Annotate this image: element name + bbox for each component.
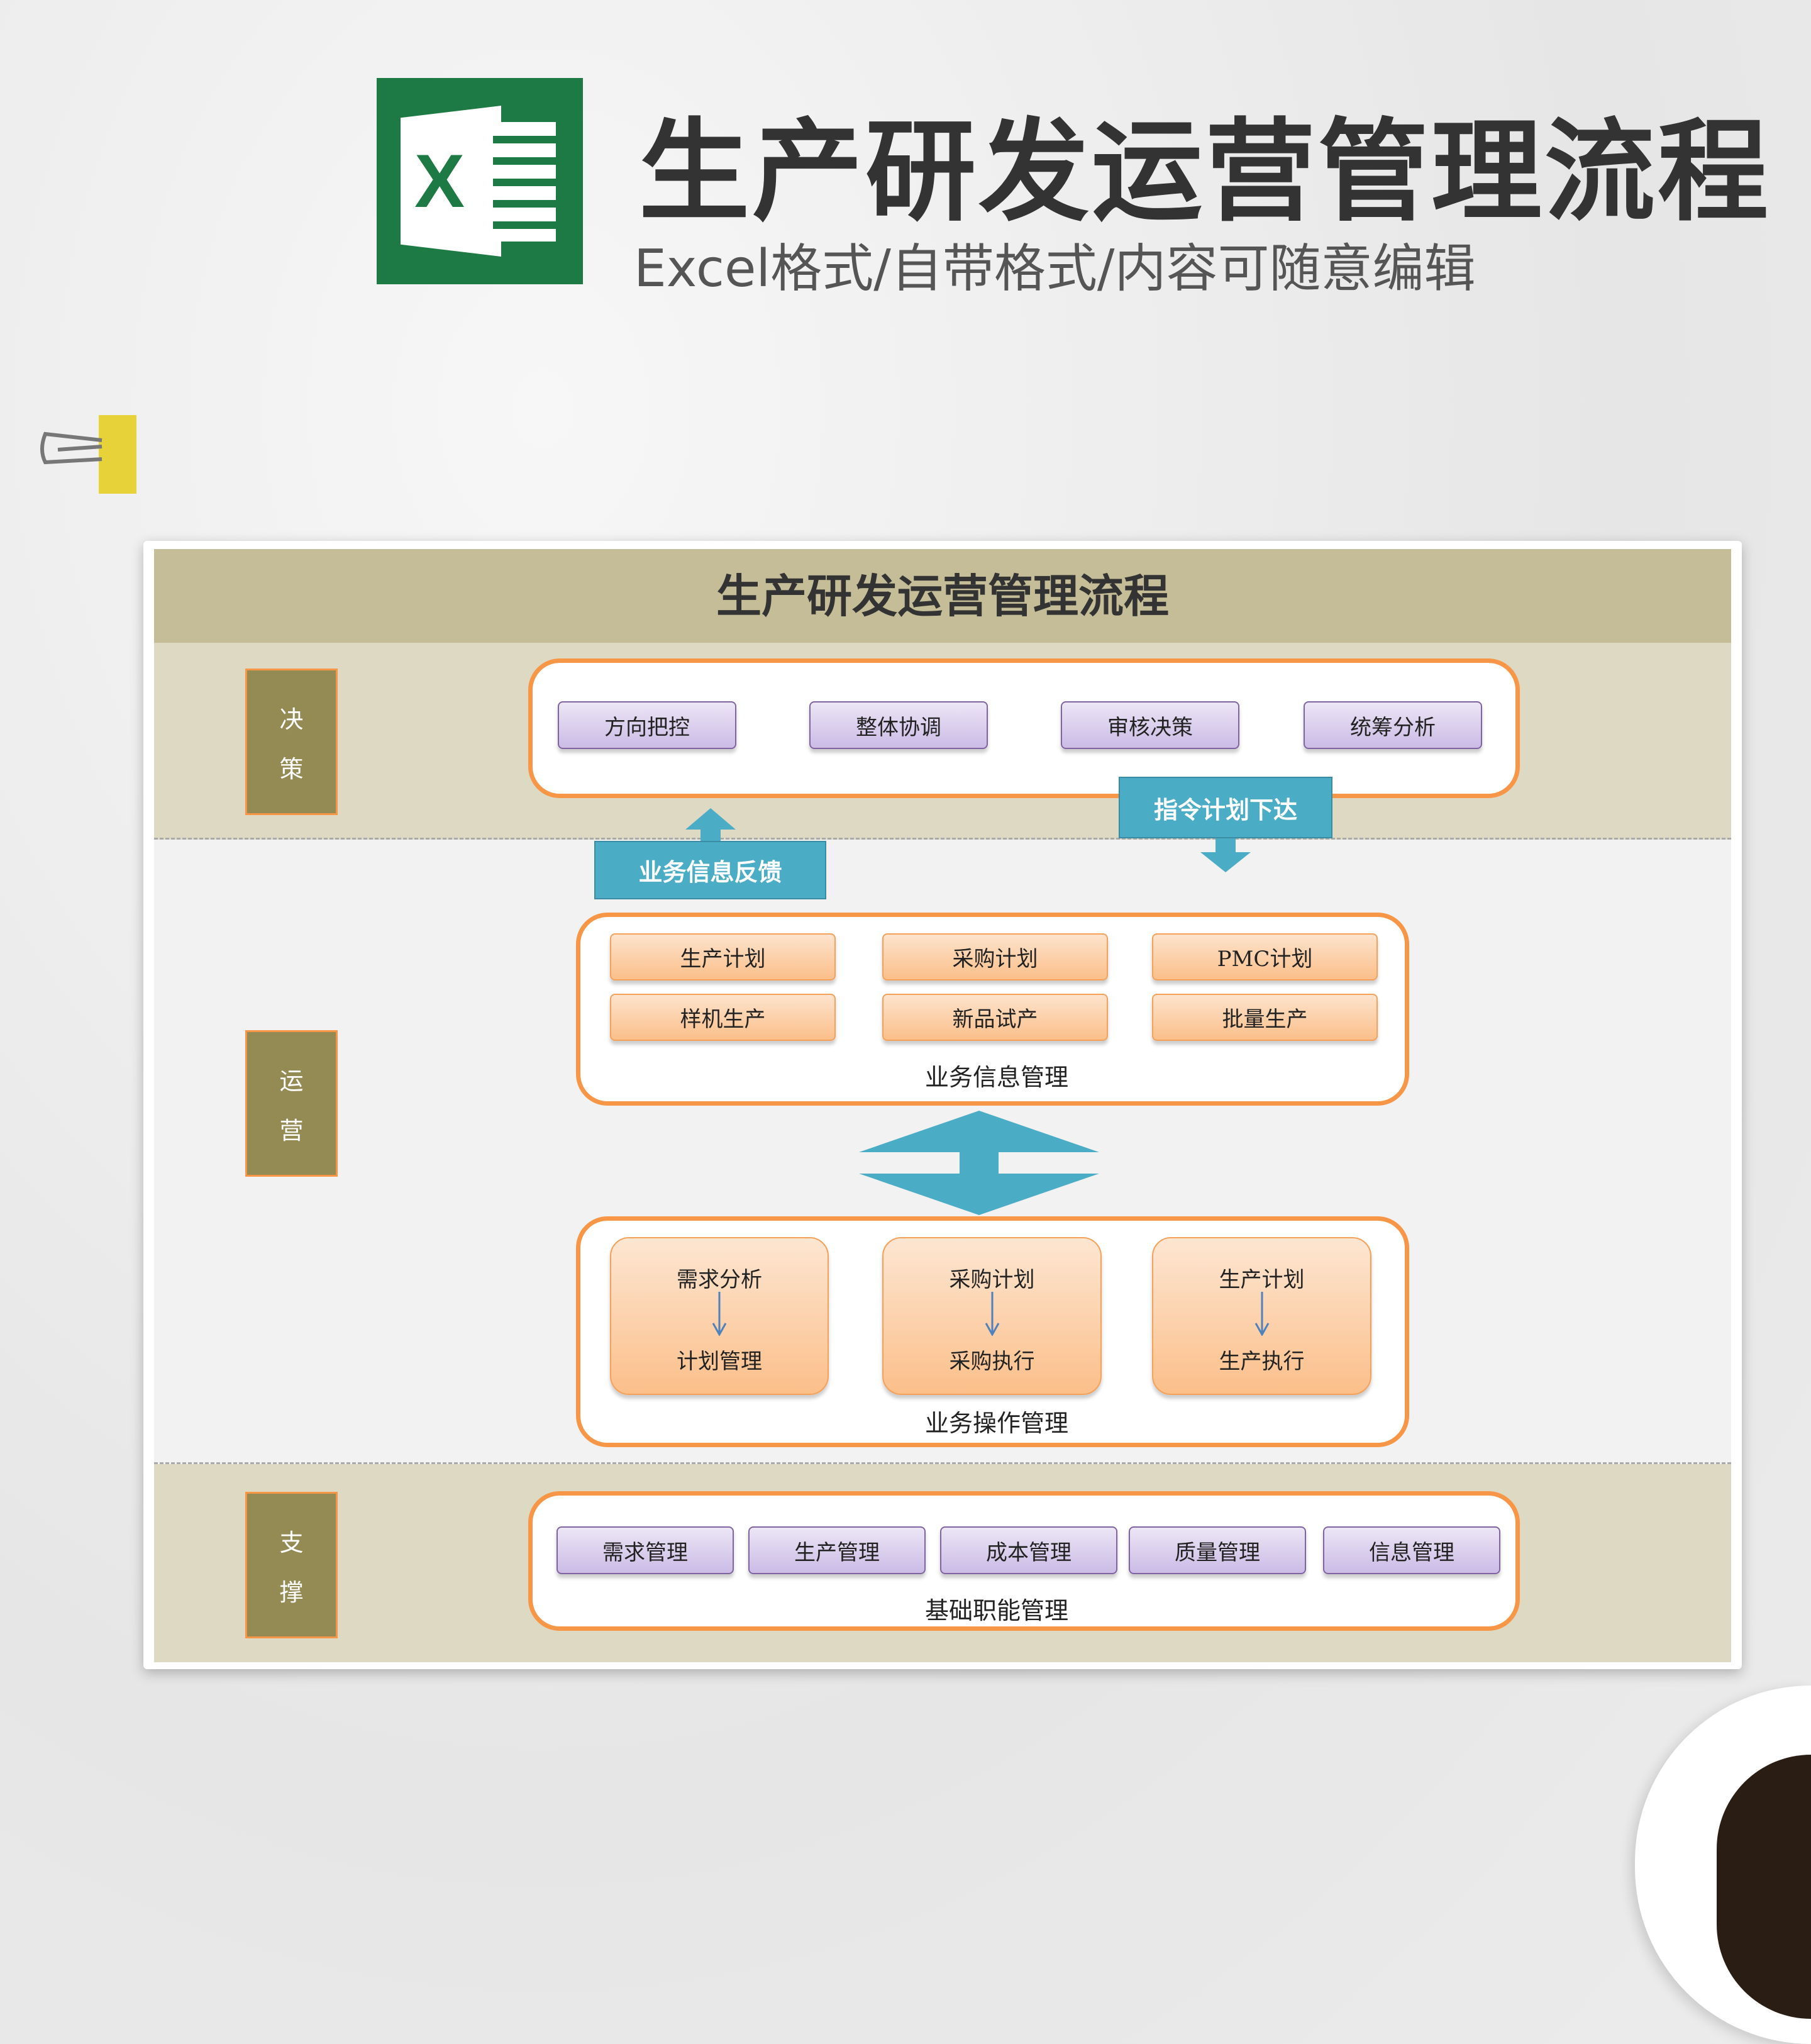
binder-clip-icon	[40, 415, 136, 494]
ops-mgmt-label: 业务操作管理	[924, 1409, 1068, 1437]
support-label: 基础职能管理	[924, 1597, 1068, 1625]
coffee	[1717, 1755, 1811, 2019]
page-subtitle: Excel格式/自带格式/内容可随意编辑	[634, 239, 1476, 299]
decision-item: 整体协调	[809, 701, 988, 749]
page-title: 生产研发运营管理流程	[639, 108, 1771, 236]
lane-label-support: 支撑	[245, 1492, 338, 1638]
info-item: 生产计划	[610, 933, 836, 980]
support-item: 生产管理	[748, 1526, 926, 1574]
support-item: 成本管理	[940, 1526, 1117, 1574]
info-item: PMC计划	[1152, 933, 1378, 980]
info-mgmt-label: 业务信息管理	[924, 1064, 1068, 1091]
info-item: 新品试产	[882, 994, 1108, 1041]
ops-item: 生产计划 生产执行	[1152, 1237, 1371, 1395]
info-item: 批量生产	[1152, 994, 1378, 1041]
arrow-down-icon	[1254, 1292, 1269, 1336]
diagram-title: 生产研发运营管理流程	[154, 549, 1731, 643]
support-item: 信息管理	[1323, 1526, 1500, 1574]
ops-item: 需求分析 计划管理	[610, 1237, 829, 1395]
support-item: 需求管理	[557, 1526, 734, 1574]
lane-label-operation: 运营	[245, 1030, 338, 1177]
arrow-down-icon	[985, 1292, 999, 1336]
info-item: 样机生产	[610, 994, 836, 1041]
double-arrow-icon	[859, 1111, 1099, 1215]
ops-item: 采购计划 采购执行	[882, 1237, 1102, 1395]
directive-label: 指令计划下达	[1119, 777, 1332, 838]
feedback-label: 业务信息反馈	[594, 841, 826, 899]
decision-item: 方向把控	[558, 701, 736, 749]
up-arrow-icon	[685, 808, 736, 846]
arrow-down-icon	[712, 1292, 727, 1336]
excel-logo: X	[377, 78, 583, 284]
support-item: 质量管理	[1129, 1526, 1306, 1574]
decision-item: 统筹分析	[1304, 701, 1482, 749]
lane-label-decision: 决策	[245, 669, 338, 815]
decision-item: 审核决策	[1061, 701, 1239, 749]
down-arrow-icon	[1200, 838, 1251, 872]
info-item: 采购计划	[882, 933, 1108, 980]
